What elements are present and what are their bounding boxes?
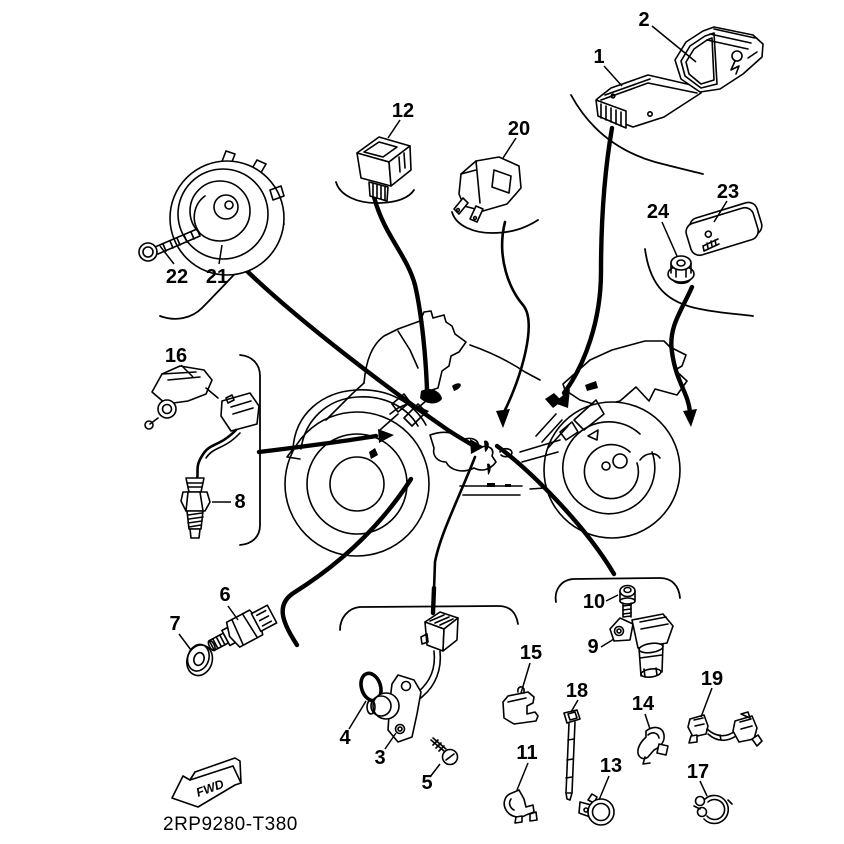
boundary-o2-group [239,354,261,546]
part-9-speed-sensor [609,613,674,678]
front-wheel [284,389,430,557]
arrowhead-plate [683,409,697,427]
engine-underbody [429,383,561,496]
part-24-nut [667,255,695,285]
callout-16: 16 [165,345,187,367]
part-11-clamp [503,789,538,824]
arrowhead-o2 [378,429,394,443]
part-18-cable-tie [563,709,581,801]
callout-leader-lines [159,25,728,801]
callout-14: 14 [632,693,655,715]
part-16-sensor-bracket [144,365,260,432]
part-8-o2-sensor [180,428,241,539]
cable-horn [244,268,477,449]
boundary-ecu-group [570,94,704,175]
part-5-screw [430,737,459,766]
callout-20: 20 [508,118,530,140]
callout-1: 1 [593,46,604,68]
part-10-bolt [619,584,636,618]
callout-9: 9 [587,636,598,658]
cable-tempsensor [280,476,414,648]
callout-5: 5 [421,772,432,794]
callout-11: 11 [516,742,537,764]
part-13-clamp [578,793,615,826]
callout-7: 7 [169,613,180,635]
rear-wheel [519,399,681,539]
part-code: 2RP9280-T380 [163,814,298,835]
boundary-plate-group [644,248,754,317]
callout-15: 15 [520,642,542,664]
boundary-sensor-group [554,577,681,603]
part-6-temp-sensor [207,604,278,652]
callout-4: 4 [339,727,351,749]
part-15-clamp [502,686,539,725]
boundary-relay20-group [451,211,539,234]
callout-19: 19 [701,668,723,690]
cable-ecu [561,125,615,396]
callout-18: 18 [566,680,588,702]
part-7-washer [186,643,214,677]
part-22-horn-bolt [138,228,201,262]
callout-17: 17 [687,761,709,783]
part-17-clamp [693,794,733,825]
arrowhead-horn [470,439,484,454]
callout-2: 2 [638,9,649,31]
callout-13: 13 [600,755,622,777]
cable-relay12 [371,194,430,393]
cable-switch-stub [430,585,437,616]
callout-10: 10 [583,591,605,613]
part-19-harness-clip [687,711,763,747]
part-20-relay [453,156,522,223]
cable-sensor [494,443,617,577]
connector-blob-relay12 [420,388,442,404]
connector-blob-tail [545,393,562,408]
boundary-switch-group [339,605,519,631]
cable-relay20 [500,220,530,412]
part-3-switch [366,611,459,743]
part-23-plate [685,201,763,257]
callout-8: 8 [234,491,245,513]
part-21-horn [169,150,285,276]
part-14-clamp [637,726,669,765]
cable-switch [432,455,477,592]
callout-22: 22 [166,266,188,288]
motorcycle-illustration [284,310,688,557]
callout-6: 6 [219,584,230,606]
cable-plate [669,284,695,415]
callout-23: 23 [717,181,739,203]
callout-3: 3 [374,747,385,769]
cable-o2 [256,433,379,455]
arrowhead-relay20 [496,409,510,428]
part-12-relay [356,136,412,202]
leader-cables [244,125,697,648]
callout-24: 24 [647,201,670,223]
part-2-ecu-cover [674,26,764,93]
callout-21: 21 [206,266,228,288]
part-1-ecu [595,74,702,129]
callout-12: 12 [392,100,414,122]
fwd-arrow: FWD [171,757,242,808]
